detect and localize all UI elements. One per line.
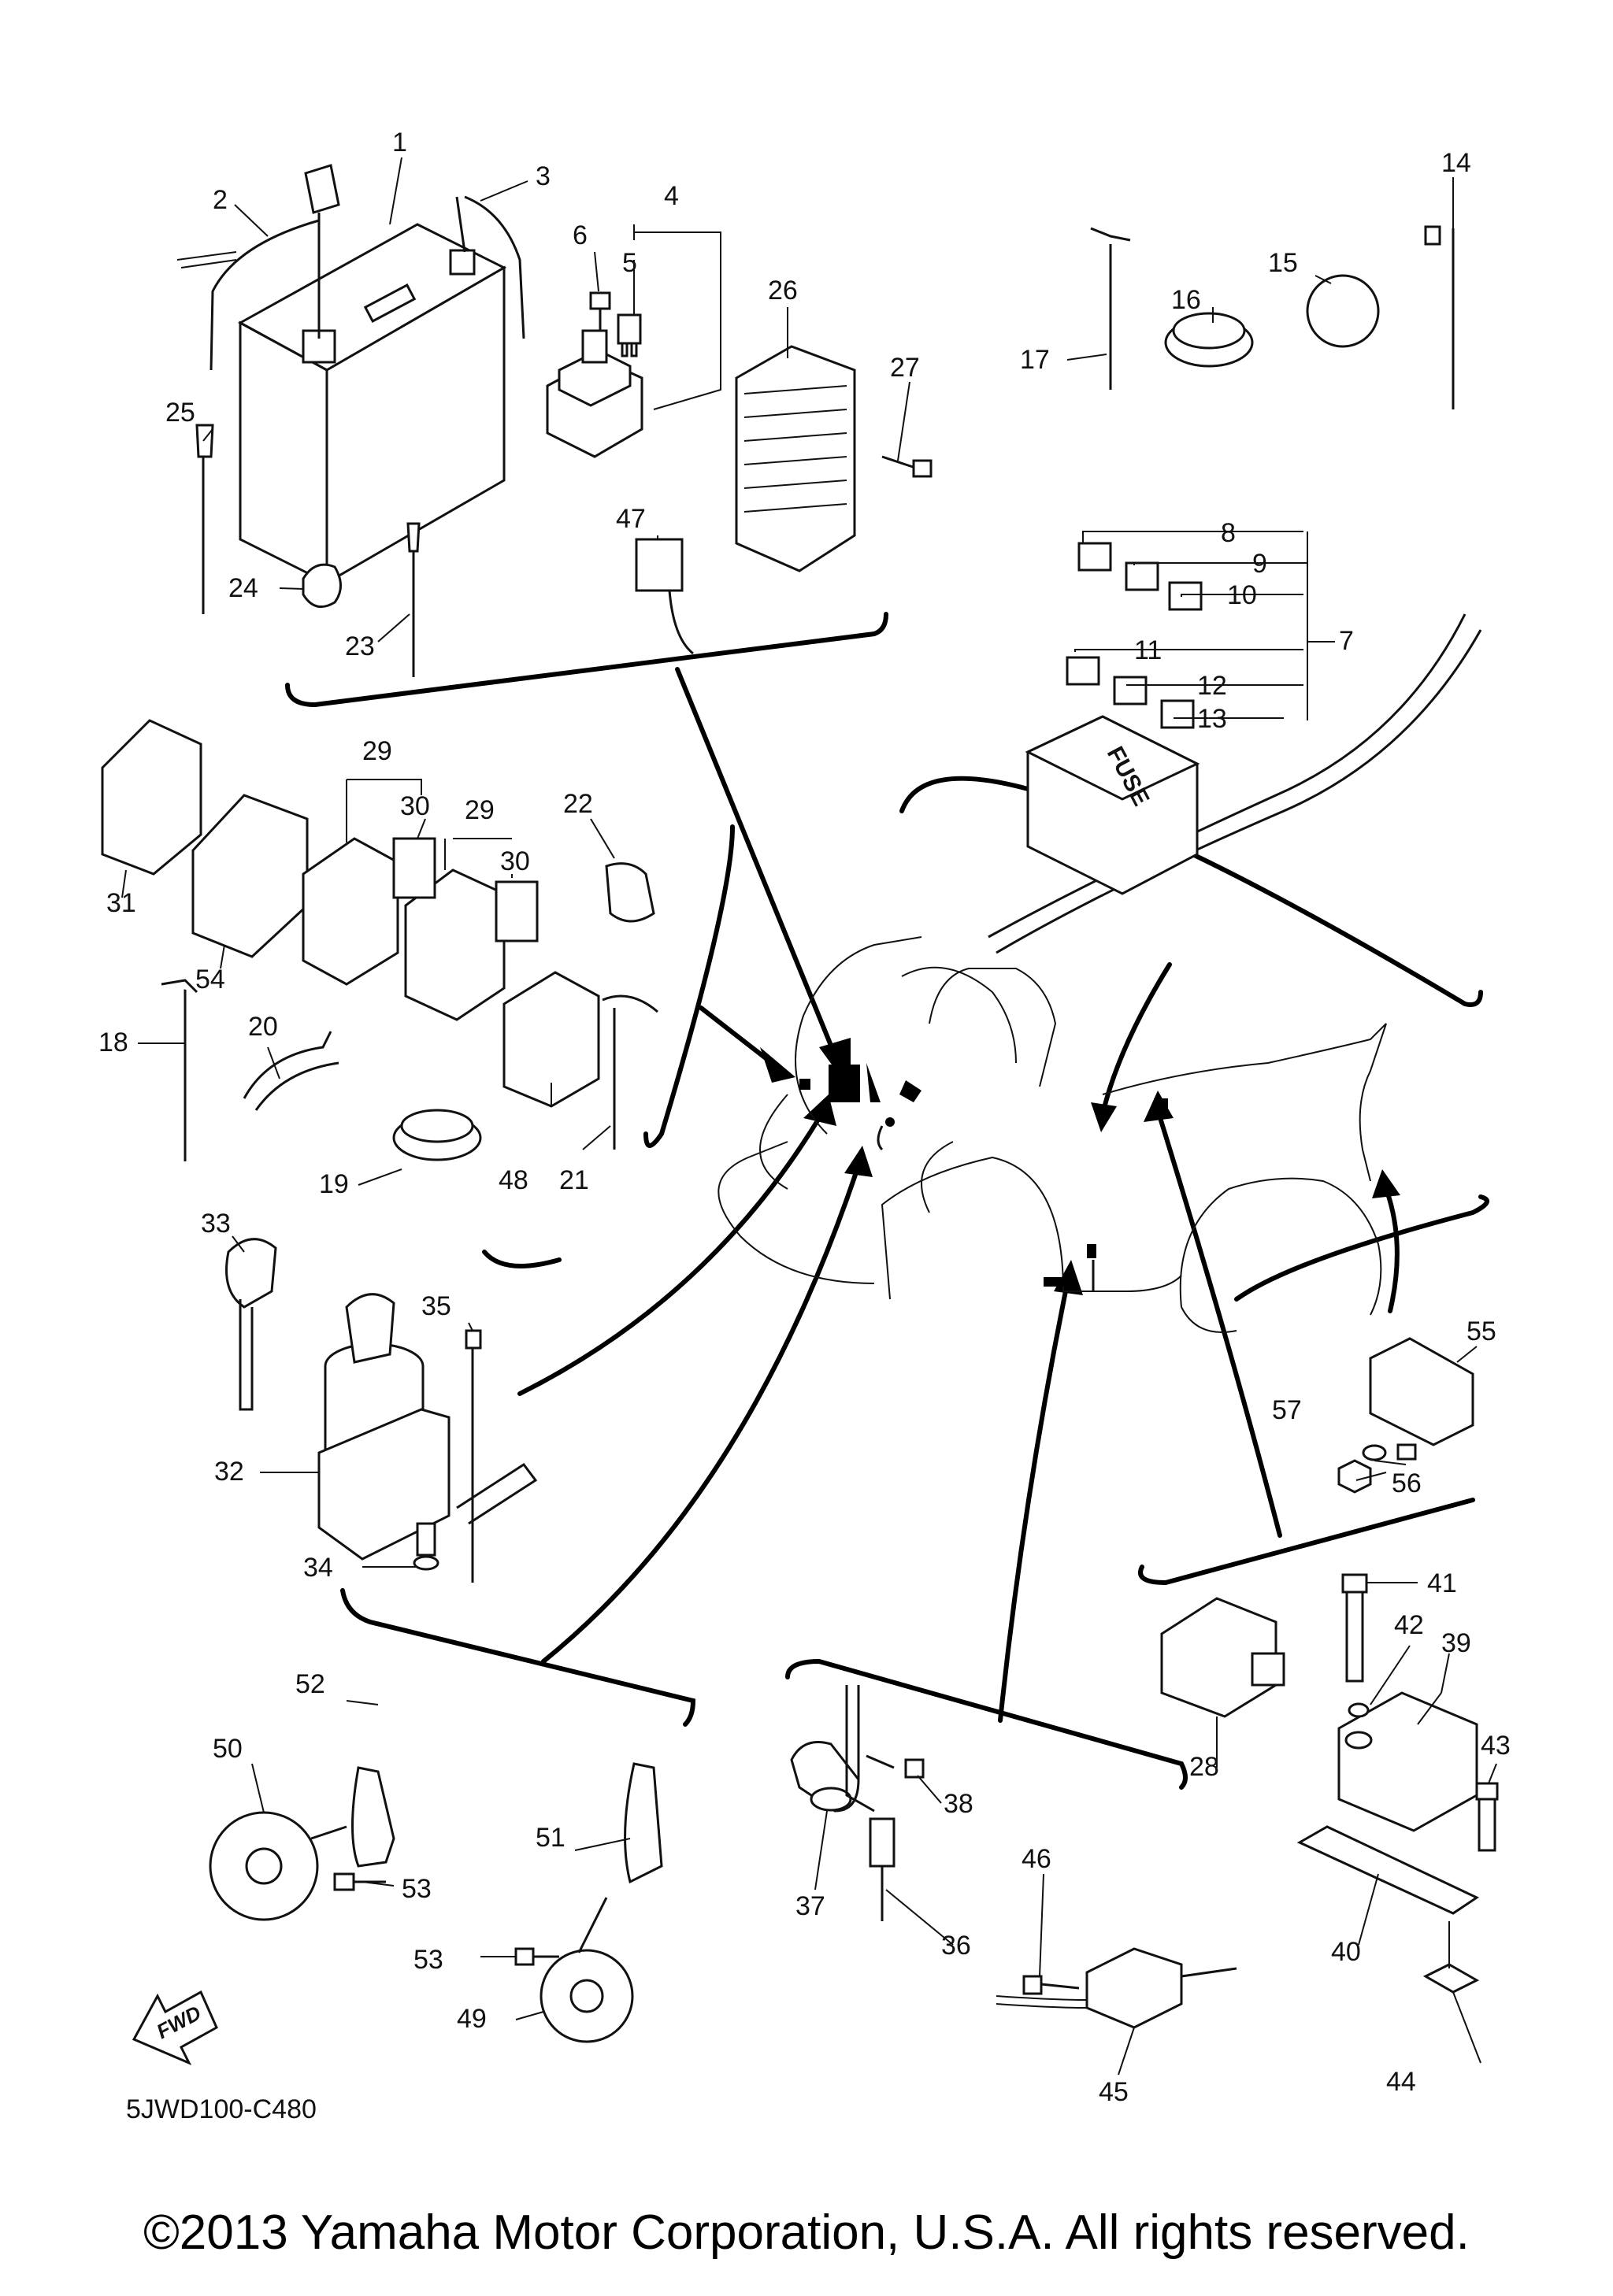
callout-23: 23 bbox=[345, 631, 375, 661]
callout-49: 49 bbox=[457, 2004, 487, 2034]
group-brackets bbox=[285, 612, 1489, 1790]
leader-arrows bbox=[517, 667, 1400, 1723]
callout-42: 42 bbox=[1394, 1610, 1424, 1640]
callout-21: 21 bbox=[559, 1165, 589, 1195]
callout-53a: 53 bbox=[402, 1874, 432, 1904]
callout-27: 27 bbox=[890, 353, 920, 383]
callout-28: 28 bbox=[1189, 1752, 1219, 1782]
callout-50: 50 bbox=[213, 1734, 243, 1764]
callout-51: 51 bbox=[536, 1823, 565, 1853]
callout-2: 2 bbox=[213, 185, 228, 215]
fwd-arrow-icon: FWD bbox=[132, 1990, 218, 2065]
fuse-box-group: FUSE bbox=[988, 225, 1482, 954]
diagram-code: 5JWD100-C480 bbox=[126, 2094, 317, 2124]
callout-16: 16 bbox=[1171, 285, 1201, 315]
copyright-notice: ©2013 Yamaha Motor Corporation, U.S.A. A… bbox=[143, 2205, 1470, 2260]
callout-9: 9 bbox=[1252, 549, 1267, 579]
callout-45: 45 bbox=[1099, 2077, 1129, 2107]
callout-11: 11 bbox=[1134, 635, 1162, 665]
callout-46: 46 bbox=[1022, 1844, 1051, 1874]
relay-group bbox=[101, 719, 658, 1161]
callout-34: 34 bbox=[303, 1553, 333, 1583]
callout-36: 36 bbox=[941, 1931, 971, 1961]
callout-leaders bbox=[121, 157, 1497, 2076]
callout-37: 37 bbox=[795, 1891, 825, 1921]
callout-35: 35 bbox=[421, 1291, 451, 1321]
callout-13: 13 bbox=[1197, 704, 1227, 734]
callout-labels: 1 2 3 4 5 6 7 8 9 10 11 12 13 14 15 16 1… bbox=[98, 128, 1511, 2124]
callout-20: 20 bbox=[248, 1012, 278, 1042]
callout-17: 17 bbox=[1020, 345, 1050, 375]
callout-40: 40 bbox=[1331, 1937, 1361, 1967]
callout-19: 19 bbox=[319, 1169, 349, 1199]
callout-6: 6 bbox=[573, 220, 588, 250]
callout-29b: 29 bbox=[465, 795, 495, 825]
callout-47: 47 bbox=[616, 504, 646, 534]
horn-group bbox=[209, 1762, 663, 2043]
callout-8: 8 bbox=[1221, 518, 1236, 548]
callout-57: 57 bbox=[1272, 1395, 1302, 1425]
callout-1: 1 bbox=[392, 128, 407, 157]
motorcycle-outline bbox=[718, 936, 1387, 1333]
switch-group bbox=[790, 1685, 1237, 2029]
callout-48: 48 bbox=[499, 1165, 528, 1195]
callout-55: 55 bbox=[1467, 1316, 1496, 1346]
bracket-group bbox=[1160, 1337, 1499, 1994]
battery-group bbox=[176, 164, 933, 677]
callout-15: 15 bbox=[1268, 248, 1298, 278]
callout-22: 22 bbox=[563, 789, 593, 819]
callout-30b: 30 bbox=[500, 846, 530, 876]
main-switch-group bbox=[225, 1238, 538, 1583]
callout-44: 44 bbox=[1386, 2067, 1416, 2097]
callout-10: 10 bbox=[1227, 580, 1257, 610]
callout-43: 43 bbox=[1481, 1731, 1511, 1761]
callout-3: 3 bbox=[536, 161, 551, 191]
callout-5: 5 bbox=[622, 248, 637, 278]
callout-14: 14 bbox=[1441, 148, 1471, 178]
callout-4: 4 bbox=[664, 181, 679, 211]
callout-54: 54 bbox=[195, 965, 225, 994]
callout-41: 41 bbox=[1427, 1568, 1457, 1598]
callout-29a: 29 bbox=[362, 736, 392, 766]
callout-33: 33 bbox=[201, 1209, 231, 1239]
callout-52: 52 bbox=[295, 1669, 325, 1699]
callout-25: 25 bbox=[165, 398, 195, 428]
callout-32: 32 bbox=[214, 1457, 244, 1487]
callout-24: 24 bbox=[228, 573, 258, 603]
callout-12: 12 bbox=[1197, 671, 1227, 701]
callout-18: 18 bbox=[98, 1028, 128, 1057]
callout-7: 7 bbox=[1339, 626, 1354, 656]
callout-39: 39 bbox=[1441, 1628, 1471, 1658]
callout-53b: 53 bbox=[413, 1945, 443, 1975]
callout-31: 31 bbox=[106, 888, 136, 918]
callout-26: 26 bbox=[768, 276, 798, 306]
callout-30a: 30 bbox=[400, 791, 430, 821]
callout-56: 56 bbox=[1392, 1468, 1422, 1498]
callout-38: 38 bbox=[944, 1789, 973, 1819]
